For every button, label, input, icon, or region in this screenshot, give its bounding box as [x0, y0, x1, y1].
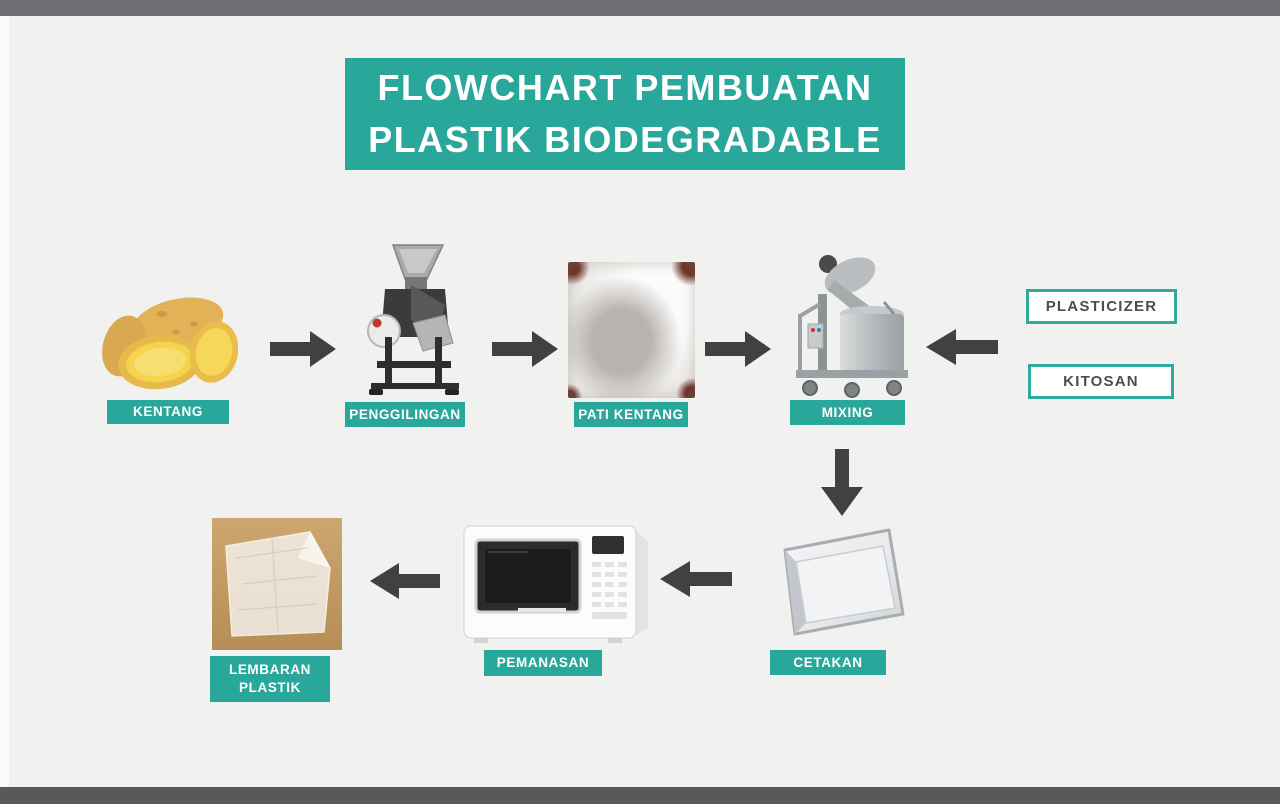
arrow-cetakan-to-pemanasan [660, 560, 732, 598]
starch-powder-image [568, 262, 695, 398]
arrow-pati-kentang-to-mixing [705, 330, 771, 368]
plasticizer-label: PLASTICIZER [1045, 298, 1158, 315]
label-kentang: KENTANG [107, 400, 229, 424]
kitosan-label: KITOSAN [1063, 373, 1139, 390]
plasticizer-box: PLASTICIZER [1026, 289, 1177, 324]
label-mixing: MIXING [790, 400, 905, 425]
bottom-frame-bar [0, 787, 1280, 804]
arrow-mixing-to-cetakan [820, 449, 864, 516]
arrow-pemanasan-to-lembaran-plastik [370, 562, 440, 600]
kitosan-box: KITOSAN [1028, 364, 1174, 399]
plastic-sheet-image [212, 518, 342, 650]
label-lembaran-plastik: LEMBARAN PLASTIK [210, 656, 330, 702]
label-pemanasan: PEMANASAN [484, 650, 602, 676]
arrow-kentang-to-penggilingan [270, 330, 336, 368]
arrow-inputs-to-mixing [926, 328, 998, 366]
label-cetakan: CETAKAN [770, 650, 886, 675]
page-title-line2: PLASTIK BIODEGRADABLE [368, 119, 882, 160]
label-penggilingan: PENGGILINGAN [345, 402, 465, 427]
mold-tray-image [765, 520, 910, 648]
label-pati-kentang: PATI KENTANG [574, 402, 688, 427]
page-left-edge [0, 16, 9, 787]
top-frame-bar [0, 0, 1280, 16]
grinding-machine-image [355, 243, 470, 398]
arrow-penggilingan-to-pati-kentang [492, 330, 558, 368]
potatoes-image [98, 290, 238, 396]
page-title-line1: FLOWCHART PEMBUATAN [377, 66, 873, 108]
title-banner: FLOWCHART PEMBUATAN PLASTIK BIODEGRADABL… [345, 58, 905, 170]
microwave-image [458, 512, 653, 652]
mixer-machine-image [788, 252, 918, 400]
